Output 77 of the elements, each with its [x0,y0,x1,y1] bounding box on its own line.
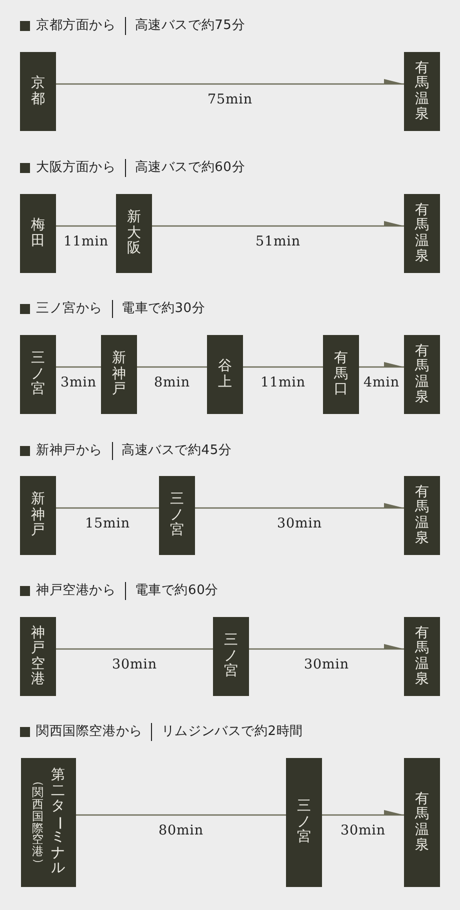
travel-time: 電車で約60分 [134,584,218,598]
edge-label: 30min [340,824,386,838]
station-name: 梅田 [31,218,45,249]
travel-time: 高速バスで約75分 [134,18,246,34]
edge-label: 80min [158,824,204,838]
station-box [20,617,56,696]
station-name: 三ノ宮 [170,492,184,539]
station-box [20,476,56,555]
station-box [116,194,152,273]
section-heading: 京都方面から [36,18,116,34]
station-box [20,335,56,414]
section-heading: 新神戸から [36,444,102,458]
station-box [404,335,440,414]
edge-label: 11min [260,376,306,390]
edge-label: 8min [154,376,190,390]
arrow [195,503,404,509]
travel-time: 高速バスで約45分 [122,444,232,458]
station-name: 三ノ宮 [224,633,238,680]
connector-line [56,648,213,650]
station-name: 新神戸 [31,492,45,539]
edge-label: 4min [364,376,400,390]
station-box [286,758,322,887]
arrow [56,79,404,85]
station-name: 有馬温泉 [415,344,429,406]
station-box [20,194,56,273]
travel-time: 電車で約30分 [122,302,206,316]
station-box [404,476,440,555]
edge-label: 75min [208,92,252,108]
edge-label: 30min [112,658,157,672]
station-box [404,617,440,696]
station-name: 神戸空港 [31,626,45,688]
arrow [152,221,404,227]
connector-line [76,814,286,816]
station-name: 三ノ宮 [297,799,311,846]
connector-line [137,366,207,368]
section-heading: 三ノ宮から [36,302,102,316]
station-box [404,758,440,887]
station-name: 有馬温泉 [415,202,429,264]
station-name: 三ノ宮 [31,351,45,398]
edge-label: 30min [304,658,349,672]
arrow [322,810,404,816]
travel-time: 高速バスで約60分 [134,160,246,176]
section-heading: 関西国際空港から [36,724,142,740]
travel-time: リムジンバスで約2時間 [161,724,303,740]
station-box [207,335,243,414]
station-note: （関西国際空港） [32,775,44,870]
connector-line [243,366,323,368]
station-name: 第二ターミナル [51,768,65,877]
connector-line [56,225,116,227]
station-box [213,617,249,696]
station-box [101,335,137,414]
station-box [323,335,359,414]
station-name: 有馬温泉 [415,60,429,122]
arrow [359,362,404,368]
station-name: 有馬温泉 [415,484,429,546]
station-box [404,194,440,273]
section-heading: 神戸空港から [36,584,116,598]
edge-label: 11min [64,234,108,250]
edge-label: 30min [277,516,322,532]
station-box [20,52,56,131]
station-box [159,476,195,555]
section-heading: 大阪方面から [36,160,116,176]
edge-label: 51min [256,234,300,250]
connector-line [56,507,159,509]
station-name: 京都 [31,76,45,107]
connector-line [56,366,101,368]
station-name: 新大阪 [127,210,141,257]
station-name: 有馬温泉 [415,792,429,854]
station-box [21,758,76,887]
edge-label: 3min [60,376,96,390]
arrow [249,644,404,650]
station-name: 新神戸 [112,351,126,398]
station-name: 有馬温泉 [415,626,429,688]
station-name: 有馬口 [334,351,348,398]
station-name: 谷上 [218,359,232,390]
edge-label: 15min [85,516,130,532]
station-box [404,52,440,131]
